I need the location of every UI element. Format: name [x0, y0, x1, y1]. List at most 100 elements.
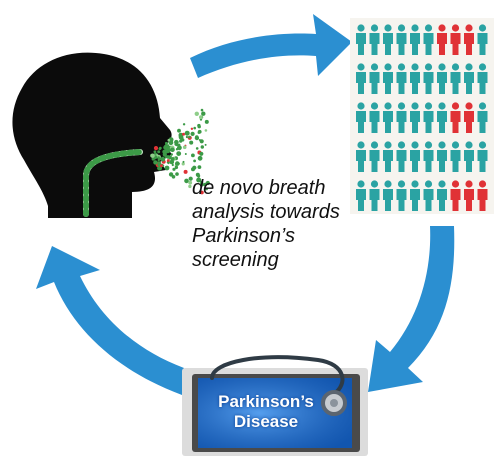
- breath-particle: [184, 130, 190, 136]
- breath-particle: [167, 138, 171, 142]
- breath-particle: [196, 177, 202, 183]
- breath-particle: [178, 134, 184, 140]
- cycle-arrow-icon-top: [190, 14, 352, 78]
- breath-particle: [171, 163, 174, 167]
- breath-particle: [191, 153, 195, 158]
- breath-particle: [184, 153, 187, 155]
- breath-particle: [160, 156, 166, 162]
- person-icon: [437, 180, 447, 211]
- person-icon: [423, 24, 434, 55]
- breath-particle: [195, 147, 199, 150]
- breath-particle: [176, 151, 182, 157]
- breath-particle: [204, 119, 209, 124]
- caption-line-4: screening: [192, 249, 279, 271]
- breath-particle: [159, 164, 163, 168]
- tablet-line-2: Disease: [233, 412, 299, 431]
- person-icon: [477, 180, 488, 211]
- breath-particle: [193, 126, 196, 130]
- person-icon: [410, 180, 420, 211]
- person-icon: [450, 180, 461, 211]
- breath-particle: [204, 143, 207, 146]
- person-icon: [369, 24, 380, 55]
- breath-particle: [175, 148, 179, 151]
- person-icon: [464, 141, 474, 172]
- person-icon: [423, 141, 434, 172]
- tablet-line-1: Parkinson’s: [218, 392, 314, 411]
- diagram-caption: de novo breath analysis towards Parkinso…: [192, 176, 402, 272]
- breath-particle: [190, 131, 195, 136]
- person-icon: [410, 141, 420, 172]
- breath-particle: [188, 184, 192, 189]
- breath-particle: [200, 145, 204, 149]
- person-icon: [423, 63, 434, 94]
- breath-particle: [177, 128, 181, 133]
- person-icon: [383, 141, 393, 172]
- person-icon: [410, 102, 420, 133]
- breath-particle: [164, 149, 169, 154]
- breath-particle: [200, 190, 204, 195]
- breath-particle: [170, 153, 173, 156]
- person-icon: [396, 180, 407, 211]
- breath-particle: [194, 135, 200, 141]
- tablet-screen-text: Parkinson’s Disease: [206, 392, 326, 432]
- person-icon: [437, 102, 447, 133]
- person-icon: [464, 102, 474, 133]
- breath-particle: [163, 145, 168, 150]
- breath-particle: [170, 147, 175, 153]
- breath-particle: [194, 111, 199, 117]
- person-icon: [396, 24, 407, 55]
- person-icon: [450, 63, 461, 94]
- breath-particle: [175, 161, 180, 166]
- breath-particle: [204, 129, 208, 132]
- breath-particle: [167, 144, 170, 147]
- person-icon: [450, 24, 461, 55]
- person-icon: [369, 141, 380, 172]
- breath-particle: [188, 135, 191, 139]
- breath-particle: [157, 150, 161, 154]
- person-icon: [464, 63, 474, 94]
- breath-particle: [182, 145, 187, 150]
- breath-particle: [168, 172, 174, 177]
- breath-particle: [182, 160, 185, 163]
- breath-particle: [167, 161, 170, 165]
- breath-particle: [157, 156, 160, 159]
- breath-particle: [197, 174, 201, 178]
- person-icon: [410, 24, 420, 55]
- person-icon: [369, 63, 380, 94]
- breath-particle: [197, 155, 203, 161]
- breath-particle: [191, 167, 195, 172]
- person-icon: [437, 63, 447, 94]
- breath-particle: [197, 131, 201, 134]
- caption-line-1: de novo breath: [192, 177, 326, 199]
- person-icon: [450, 102, 461, 133]
- person-icon: [356, 180, 366, 211]
- breath-particle: [199, 151, 204, 156]
- person-icon: [383, 24, 393, 55]
- breath-particle: [183, 169, 188, 174]
- breath-particle: [188, 176, 193, 181]
- person-icon: [356, 63, 366, 94]
- person-icon: [477, 141, 488, 172]
- breath-particle: [153, 146, 159, 151]
- stethoscope-icon: [210, 355, 347, 416]
- breath-particle: [203, 182, 207, 187]
- breath-particle: [169, 138, 173, 143]
- cycle-arrow-icon-right: [368, 226, 455, 392]
- breath-particle: [182, 123, 186, 126]
- person-icon: [477, 63, 488, 94]
- breath-particle: [168, 156, 172, 160]
- tablet-icon: [182, 368, 368, 456]
- breath-particles: [150, 108, 210, 195]
- person-icon: [423, 102, 434, 133]
- breath-particle: [200, 108, 204, 112]
- breath-particle: [185, 135, 188, 139]
- breath-particle: [181, 162, 185, 166]
- breath-particle: [205, 187, 208, 191]
- cycle-arrow-icon-left: [36, 246, 184, 395]
- breath-particle: [177, 162, 180, 165]
- person-icon: [423, 180, 434, 211]
- breath-particle: [188, 180, 193, 185]
- population-grid: [350, 18, 494, 214]
- person-icon: [437, 24, 447, 55]
